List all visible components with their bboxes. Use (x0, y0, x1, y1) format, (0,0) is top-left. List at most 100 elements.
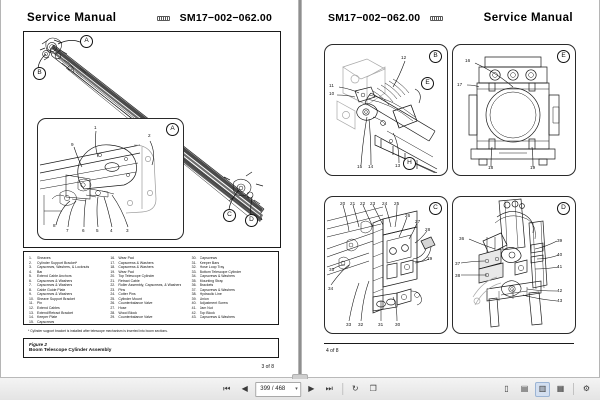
detail-b-ref-h: H (403, 157, 416, 170)
part-name: Capscrews & Washers (199, 315, 235, 320)
part-callout-24: 24 (382, 201, 388, 206)
part-number: 34. (191, 274, 197, 279)
part-callout-20: 20 (340, 201, 346, 206)
part-number: 38. (191, 292, 197, 297)
part-callout-43: 43 (557, 298, 563, 303)
part-number: 2. (29, 260, 32, 265)
part-name: Cylinder Mount (118, 296, 142, 301)
part-callout-21: 21 (350, 201, 356, 206)
part-number: 37. (191, 287, 197, 292)
part-callout-18: 18 (488, 165, 494, 170)
part-callout-28: 28 (425, 227, 431, 232)
detail-b-marker: B (429, 50, 442, 63)
part-item: 18.Capscrews & Washers (110, 265, 191, 270)
part-name: Wood Block (118, 310, 137, 315)
part-callout-25: 25 (394, 201, 400, 206)
part-item: 16.Wear Pad (110, 256, 191, 261)
part-callout-4: 4 (110, 228, 113, 233)
part-name: Extend/Retract Bracket (37, 310, 73, 315)
parts-list-table: 1.Sheaves 2.Cylinder Support Bracket* 3.… (23, 251, 279, 325)
part-callout-41: 41 (557, 264, 563, 269)
part-number: 17. (110, 260, 116, 265)
part-item: 34.Capscrews & Washers (192, 274, 273, 279)
page-number-input[interactable]: 399 / 468 ▾ (255, 381, 301, 397)
part-name: Cylinder Support Bracket* (37, 260, 78, 265)
detail-c-marker: C (429, 202, 442, 215)
view-continuous-button[interactable]: ▤ (520, 384, 529, 393)
part-callout-15: 15 (357, 164, 363, 169)
part-name: Hose Loop Tray (199, 265, 225, 270)
parts-list-footnote: * Cylinder support bracket is installed … (28, 329, 168, 333)
part-number: 29. (110, 315, 116, 320)
document-page-left[interactable]: Service Manual SM17−002−062.00 (1, 0, 298, 378)
page-spread: Service Manual SM17−002−062.00 (0, 0, 600, 378)
rotate-button[interactable]: ↻ (351, 384, 359, 393)
chevron-down-icon[interactable]: ▾ (295, 386, 298, 392)
part-item: 10.Sheave Support Bracket (29, 297, 110, 302)
figure-caption-label: Figure 2 (29, 342, 47, 347)
page-header-doc-code: SM17−002−062.00 (328, 12, 421, 24)
detail-view-d-frame: D 36 37 38 39 40 41 42 43 (452, 196, 576, 334)
part-item: 33.Bottom Telescope Cylinder (192, 270, 273, 275)
document-page-right[interactable]: SM17−002−062.00 Service Manual (302, 0, 599, 378)
detail-e-linedrawing (453, 45, 575, 175)
figure-caption-title: Boom Telescope Cylinder Assembly (29, 348, 112, 353)
part-number: 13. (29, 310, 34, 315)
part-name: Pin (37, 301, 43, 306)
part-item: 17.Capscrews & Washers (110, 261, 191, 266)
part-item: 26.Counterbalance Valve (110, 301, 191, 306)
view-facing-pages-button[interactable]: ▥ (535, 381, 550, 397)
part-callout-8: 8 (53, 223, 56, 228)
last-page-button[interactable]: ⏭ (325, 384, 333, 393)
part-name: Union (199, 296, 209, 301)
running-head-right: SM17−002−062.00 Service Manual (302, 9, 599, 27)
parts-column-2: 16.Wear Pad 17.Capscrews & Washers 18.Ca… (110, 256, 191, 321)
figure-main-frame-left: A B C D (23, 31, 281, 248)
view-book-mode-button[interactable]: ▦ (556, 384, 565, 393)
part-number: 6. (29, 278, 32, 283)
part-name: Wear Pad (118, 256, 134, 260)
part-name: Extend Cable Anchors (37, 274, 72, 279)
part-callout-17: 17 (457, 82, 463, 87)
settings-button[interactable]: ⚙ (582, 384, 591, 393)
part-name: Capscrews & Washers (118, 260, 154, 265)
part-item: 4.Bar (29, 270, 110, 275)
part-item: 14.Keeper Plate (29, 315, 110, 320)
previous-page-button[interactable]: ◀ (241, 384, 248, 393)
part-item: 5.Extend Cable Anchors (29, 274, 110, 279)
parts-column-1: 1.Sheaves 2.Cylinder Support Bracket* 3.… (29, 256, 110, 324)
part-callout-37: 37 (455, 261, 461, 266)
part-item: 31.Keeper Bars (192, 261, 273, 266)
detail-callout-b: B (33, 67, 46, 80)
next-page-button[interactable]: ▶ (308, 384, 315, 393)
detail-view-e-frame: E 16 17 18 19 (452, 44, 576, 176)
part-item: 39.Union (192, 297, 273, 302)
part-name: Capscrews & Washers (199, 274, 235, 279)
part-number: 25. (110, 296, 116, 301)
part-name: Sheave Support Bracket (37, 296, 75, 301)
toolbar-grip-handle[interactable] (292, 374, 308, 379)
part-number: 35. (191, 278, 197, 283)
part-item: 22.Roller Assembly, Capscrews, & Washers (110, 283, 191, 288)
part-name: Jam Nut (199, 306, 213, 311)
first-page-button[interactable]: ⏮ (223, 384, 231, 393)
view-single-page-button[interactable]: ▯ (504, 384, 509, 393)
part-callout-13: 13 (395, 163, 401, 168)
part-item: 6.Capscrews & Washers (29, 279, 110, 284)
copy-button[interactable]: ❐ (369, 384, 377, 393)
part-callout-39: 39 (557, 238, 563, 243)
manufacturer-logo-icon (156, 15, 170, 21)
part-callout-38: 38 (455, 273, 461, 278)
page-header-title: Service Manual (27, 12, 117, 24)
page-footer-number-right: 4 of 8 (326, 348, 339, 354)
part-number: 28. (110, 310, 116, 315)
part-item: 24.Cotter Pins (110, 292, 191, 297)
part-name: Cotter Pins (118, 292, 136, 297)
detail-callout-a: A (80, 35, 93, 48)
part-number: 43. (191, 315, 197, 320)
part-name: Capscrews, Washers, & Locknuts (37, 265, 90, 270)
part-item: 23.Pins (110, 288, 191, 293)
part-number: 9. (29, 292, 32, 297)
detail-view-b-frame: B E H 10 11 12 13 14 15 (324, 44, 448, 176)
page-gutter (298, 0, 302, 378)
